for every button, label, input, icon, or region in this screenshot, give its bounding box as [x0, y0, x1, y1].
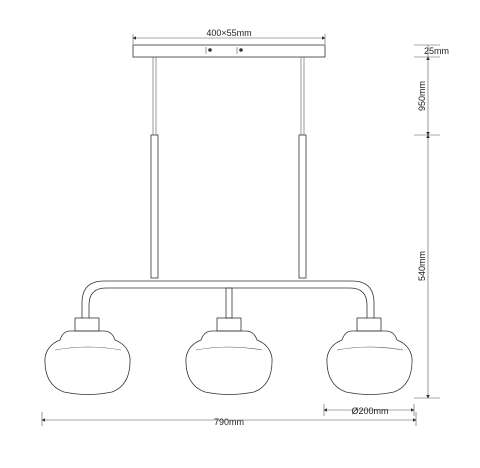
total-width-label: 790mm [214, 417, 244, 427]
canopy-height-label: 25mm [424, 46, 449, 56]
lamp-frame [81, 280, 375, 319]
vertical-dimensions: 25mm 950mm 540mm [414, 44, 449, 399]
shade-diameter-label: Ø200mm [351, 406, 388, 416]
total-width-dimension: 790mm [41, 412, 417, 427]
canopy [132, 44, 326, 58]
lamp-shade-right [326, 317, 413, 395]
canopy-width-dimension: 400×55mm [132, 28, 326, 44]
body-height-label: 540mm [417, 251, 427, 281]
canopy-size-label: 400×55mm [206, 28, 251, 38]
lamp-shade-center [185, 317, 273, 395]
lamp-shade-left [44, 317, 131, 395]
shade-diameter-dimension: Ø200mm [323, 404, 415, 416]
suspension-rods [150, 57, 307, 279]
rod-length-label: 950mm [417, 81, 427, 111]
